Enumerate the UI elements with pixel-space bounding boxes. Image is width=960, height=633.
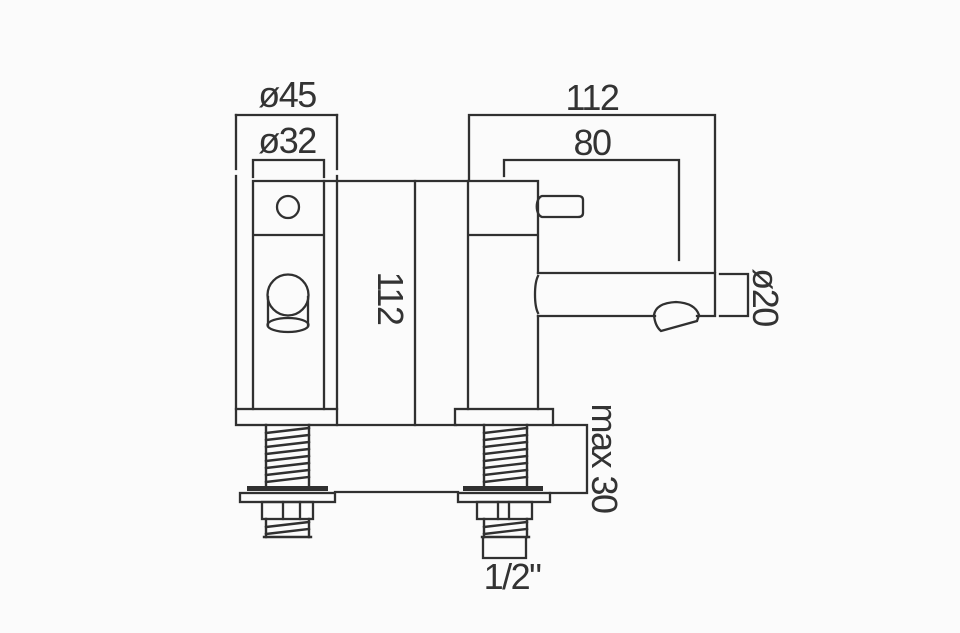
front-view-tap (234, 113, 339, 539)
index-button (275, 194, 301, 220)
label-thread-size: 1/2" (484, 556, 542, 597)
side-washer (463, 486, 543, 491)
dim-spout-diameter-bracket (718, 272, 750, 318)
side-mounting-plate (456, 491, 552, 504)
side-threaded-shank (482, 423, 529, 488)
side-base-flange (453, 407, 555, 427)
front-washer (247, 486, 328, 491)
spout (536, 271, 717, 318)
dim-base-diameter (234, 113, 339, 411)
label-body-diameter: ø32 (258, 120, 316, 161)
aerator (652, 300, 701, 333)
side-body-outline (466, 179, 540, 411)
side-view-tap (453, 113, 750, 560)
label-height-above-deck: 112 (370, 272, 411, 325)
spout-root-fillet (533, 274, 540, 315)
front-thread-tail (262, 517, 313, 539)
front-mounting-plate (238, 491, 337, 504)
label-max-deck-thickness: max 30 (584, 403, 625, 513)
front-lever-handle (266, 273, 310, 334)
dim-body-diameter (251, 158, 326, 179)
front-threaded-shank (264, 423, 311, 488)
dim-thread-size-bracket (481, 537, 528, 560)
label-spout-reach-to-outlet: 80 (573, 122, 611, 163)
label-spout-reach-overall: 112 (566, 77, 619, 118)
dim-spout-reach-to-outlet (502, 158, 681, 262)
dim-max-deck-thickness-bracket (548, 423, 589, 495)
side-lever-handle (535, 194, 585, 219)
front-body-outline (251, 179, 326, 411)
label-spout-diameter: ø20 (745, 268, 786, 326)
shared-reference-lines (322, 179, 470, 494)
front-base-flange (234, 407, 339, 427)
side-thread-tail (480, 517, 531, 539)
label-base-diameter: ø45 (258, 74, 316, 115)
dim-spout-reach-overall (467, 113, 717, 274)
front-backnut (260, 500, 315, 521)
side-backnut (475, 500, 534, 521)
